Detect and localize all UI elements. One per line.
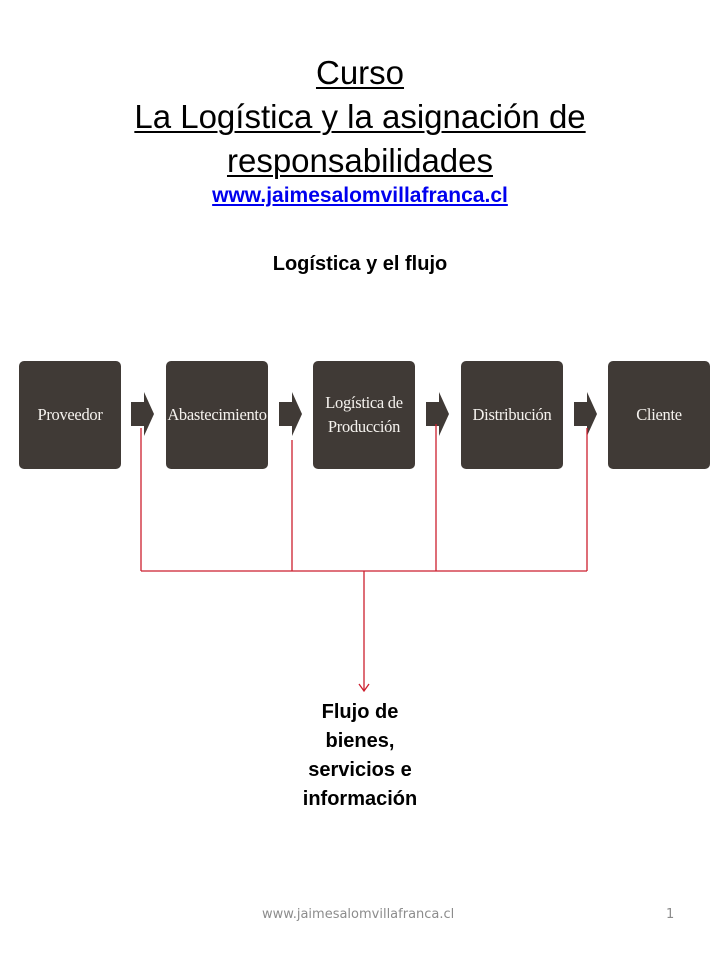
arrow-right-icon [279, 392, 302, 436]
flow-label-line4: información [302, 788, 418, 810]
course-label: Curso [315, 54, 405, 91]
step-label: Cliente [636, 405, 682, 424]
flow-label-line3: servicios e [308, 759, 412, 781]
footer-website: www.jaimesalomvillafranca.cl [262, 907, 455, 922]
course-title-line1: La Logística y la asignación de [134, 98, 586, 135]
arrow-right-icon [426, 392, 449, 436]
step-box-distribucion: Distribución [461, 361, 563, 469]
step-label-line1: Logística de [325, 393, 403, 412]
flow-label-line1: Flujo de [321, 701, 399, 723]
step-label: Abastecimiento [167, 405, 267, 424]
step-label: Distribución [472, 405, 552, 424]
course-title-line2: responsabilidades [226, 142, 493, 179]
arrow-right-icon [131, 392, 154, 436]
step-box-logistica-produccion: Logística de Producción [313, 361, 415, 469]
arrow-down-icon [358, 683, 370, 693]
step-label-line2: Producción [327, 417, 401, 436]
flow-label-line2: bienes, [325, 730, 395, 752]
flow-label: Flujo de bienes, servicios e información [0, 698, 720, 814]
arrow-right-icon [574, 392, 597, 436]
diagram-subtitle: Logística y el flujo [272, 253, 448, 275]
flow-connectors [140, 424, 588, 693]
website-link[interactable]: www.jaimesalomvillafranca.cl [212, 184, 508, 207]
step-box-proveedor: Proveedor [19, 361, 121, 469]
page-number: 1 [666, 907, 675, 922]
step-box-abastecimiento: Abastecimiento [166, 361, 268, 469]
step-box-cliente: Cliente [608, 361, 710, 469]
step-label: Proveedor [37, 405, 103, 424]
